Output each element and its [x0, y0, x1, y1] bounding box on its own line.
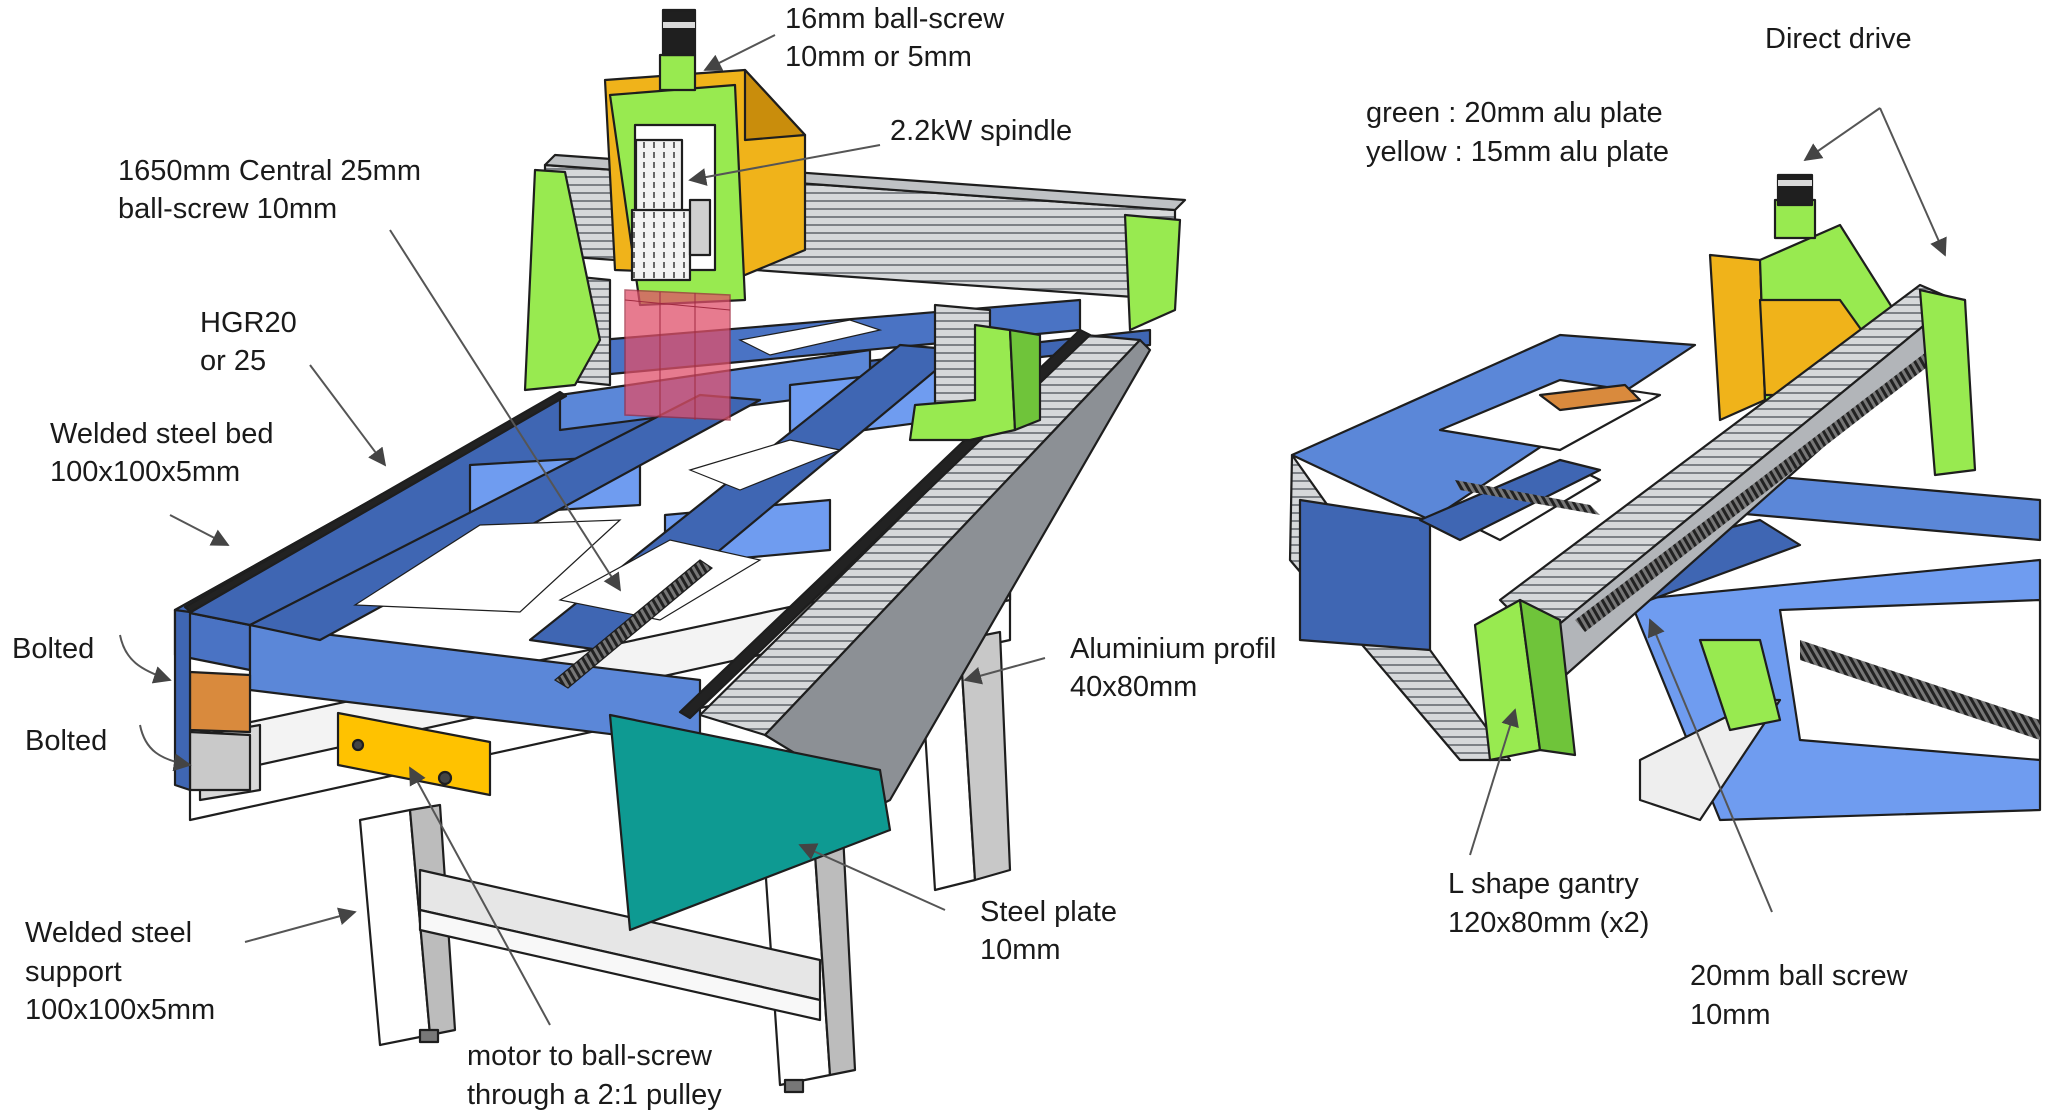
label-hgr-line2: or 25: [200, 345, 266, 377]
left-machine: [173, 8, 1187, 1094]
label-bolted-top: Bolted: [12, 633, 94, 665]
annotation-labels: 16mm ball-screw 10mm or 5mm 2.2kW spindl…: [12, 3, 1912, 1111]
ball-screw-20mm: [1575, 330, 1962, 632]
label-welded-bed-line1: Welded steel bed: [50, 418, 274, 450]
steel-plate: [608, 713, 892, 932]
leader-lines: [119, 34, 1947, 1026]
gantry-uprights-green: [523, 168, 1182, 442]
label-spindle: 2.2kW spindle: [890, 115, 1072, 147]
label-ballscrew-16-line2: 10mm or 5mm: [785, 41, 972, 73]
label-welded-support-line1: Welded steel: [25, 917, 192, 949]
right-steel-bed: [1290, 333, 2042, 822]
label-central-ballscrew-line2: ball-screw 10mm: [118, 193, 337, 225]
z-motor: [661, 8, 697, 57]
label-l-gantry-line2: 120x80mm (x2): [1448, 907, 1649, 939]
label-welded-support-line2: support: [25, 956, 122, 988]
label-direct-drive: Direct drive: [1765, 23, 1912, 55]
right-machine-detail: [1288, 173, 2042, 822]
label-ballscrew-16-line1: 16mm ball-screw: [785, 3, 1005, 35]
label-l-gantry-line1: L shape gantry: [1448, 868, 1639, 900]
left-hgr-rail: [183, 390, 568, 614]
label-central-ballscrew-line1: 1650mm Central 25mm: [118, 155, 421, 187]
l-shape-gantry-plates: [1473, 288, 1977, 762]
label-hgr-line1: HGR20: [200, 307, 297, 339]
label-welded-support-line3: 100x100x5mm: [25, 994, 215, 1026]
label-plate-legend-line1: green : 20mm alu plate: [1366, 97, 1663, 129]
label-motor-pulley-line2: through a 2:1 pulley: [467, 1079, 722, 1111]
bolted-block-grey: [188, 730, 252, 792]
label-ballscrew-20-line1: 20mm ball screw: [1690, 960, 1909, 992]
label-welded-bed-line2: 100x100x5mm: [50, 456, 240, 488]
label-ballscrew-20-line2: 10mm: [1690, 999, 1771, 1031]
right-gantry: [1498, 283, 1967, 692]
label-alu-profile-line1: Aluminium profil: [1070, 633, 1276, 665]
spindle: [624, 138, 731, 421]
label-motor-pulley-line1: motor to ball-screw: [467, 1040, 713, 1072]
label-alu-profile-line2: 40x80mm: [1070, 671, 1197, 703]
central-ball-screw: [553, 559, 714, 689]
bolted-block-orange: [188, 670, 252, 734]
label-plate-legend-line2: yellow : 15mm alu plate: [1366, 136, 1669, 168]
label-steel-plate-line1: Steel plate: [980, 896, 1117, 928]
label-bolted-bottom: Bolted: [25, 725, 107, 757]
label-steel-plate-line2: 10mm: [980, 934, 1061, 966]
motor-box: [336, 711, 492, 797]
